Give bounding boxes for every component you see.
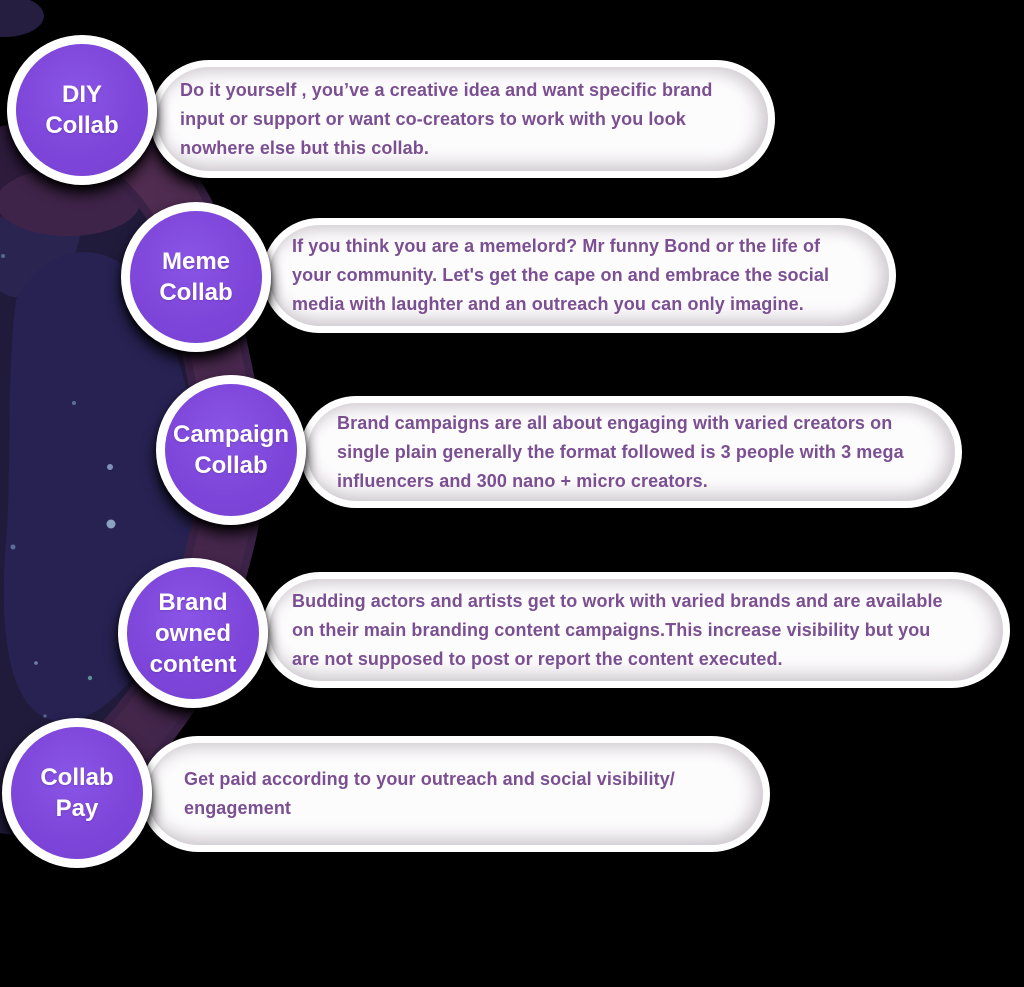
- description-card-collab-pay: Get paid according to your outreach and …: [140, 736, 770, 852]
- description-text: Do it yourself , you’ve a creative idea …: [180, 79, 713, 158]
- description-card-campaign-collab: Brand campaigns are all about engaging w…: [300, 396, 962, 508]
- circle-label: DIY Collab: [45, 81, 119, 139]
- description-text: Budding actors and artists get to work w…: [292, 590, 943, 669]
- circle-label: Meme Collab: [159, 248, 233, 306]
- circle-label: Campaign Collab: [172, 421, 289, 479]
- purple-blob: [0, 168, 140, 236]
- collab-type-circle-meme: Meme Collab: [121, 202, 271, 352]
- collab-type-circle-brand-owned: Brand owned content: [118, 558, 268, 708]
- collab-type-circle-collab-pay: Collab Pay: [2, 718, 152, 868]
- collab-type-circle-diy: DIY Collab: [7, 35, 157, 185]
- circle-label: Brand owned content: [149, 588, 237, 678]
- corner-blob: [0, 0, 44, 37]
- description-text: If you think you are a memelord? Mr funn…: [292, 236, 830, 314]
- description-card-brand-owned-content: Budding actors and artists get to work w…: [262, 572, 1010, 688]
- description-text: Get paid according to your outreach and …: [184, 769, 675, 818]
- description-card-meme-collab: If you think you are a memelord? Mr funn…: [262, 218, 896, 333]
- description-card-diy-collab: Do it yourself , you’ve a creative idea …: [150, 60, 775, 178]
- circle-label: Collab Pay: [40, 764, 114, 822]
- description-text: Brand campaigns are all about engaging w…: [337, 412, 904, 491]
- collab-type-circle-campaign: Campaign Collab: [156, 375, 306, 525]
- star-dots: [1, 254, 116, 718]
